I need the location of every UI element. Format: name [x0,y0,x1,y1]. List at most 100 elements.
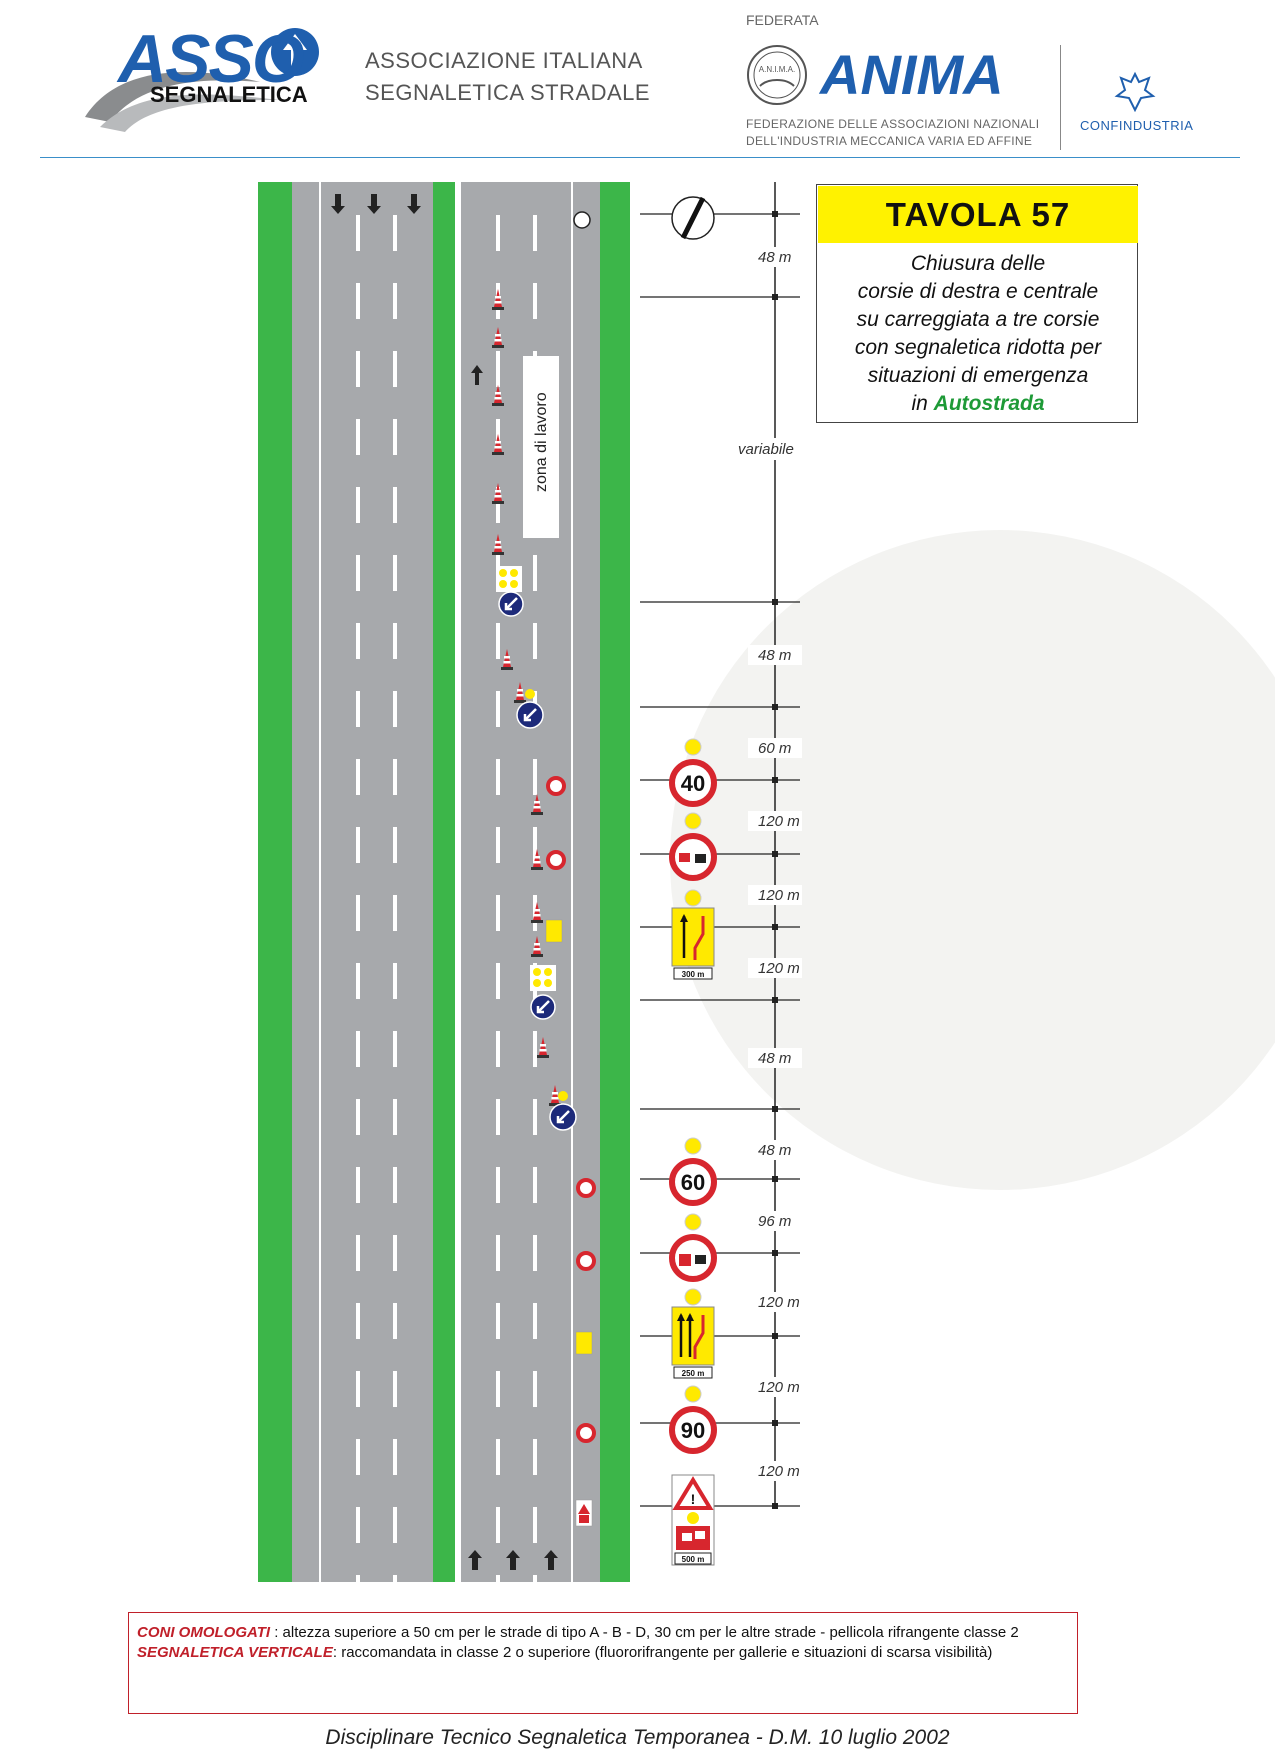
warning-lamp-icon [684,1385,702,1403]
label-backing [748,1140,802,1160]
traffic-cone-icon [492,483,504,504]
lane-dash [393,1303,397,1339]
lane-dash [533,759,537,795]
warning-lamp-icon [684,1213,702,1231]
lane-dash [393,419,397,455]
asso-logo [80,22,330,137]
distance-label: 48 m [758,1142,791,1159]
warning-lamp-icon [684,812,702,830]
traffic-cone-icon [531,936,543,957]
lane-dash [356,827,360,863]
median [433,182,455,1582]
distance-label: variabile [738,441,794,458]
lane-dash [533,555,537,591]
lane-dash [393,283,397,319]
lane-dash [356,1031,360,1067]
label-backing [748,1048,802,1068]
speed-limit-sign-icon: 40 [669,738,717,807]
speed-limit-sign-icon: 60 [669,1137,717,1206]
traffic-cone-icon [537,1037,549,1058]
title-line-4: con segnaletica ridotta per [854,336,1102,359]
end-of-restrictions-sign-icon [671,196,715,240]
lane-dash [496,1031,500,1067]
label-backing [748,1292,802,1312]
traffic-cone-icon [531,849,543,870]
distance-label: 60 m [758,740,791,757]
tick-marker [772,777,778,783]
lane-dash [496,895,500,931]
anima-subtitle-1: FEDERAZIONE DELLE ASSOCIAZIONI NAZIONALI [746,117,1040,131]
tick-marker [772,1250,778,1256]
title-line-6: in Autostrada [818,390,1138,418]
median-edge [455,182,461,1582]
footer-reference: Disciplinare Tecnico Segnaletica Tempora… [325,1726,950,1749]
lane-dash [533,1371,537,1407]
lane-dash [393,1439,397,1475]
keep-left-icon [549,1091,577,1131]
traffic-cone-icon [492,289,504,310]
distance-label: 48 m [758,647,791,664]
lane-dash [393,759,397,795]
traffic-cone-icon [549,1085,561,1106]
warning-lamp-icon [684,1288,702,1306]
lane-dash [393,555,397,591]
speed-limit-value: 90 [681,1418,705,1443]
traffic-cones [492,289,561,1106]
confindustria-eagle-icon [1114,71,1156,113]
note-signs-text: : raccomandata in classe 2 o superiore (… [332,1644,993,1661]
keep-left-signs [498,591,577,1131]
distance-label: 120 m [758,1294,800,1311]
background-circle [670,530,1275,1190]
association-name-line-2: SEGNALETICA STRADALE [365,80,651,105]
road-lane-signs [545,919,593,1527]
label-backing [748,1461,802,1481]
lane-dash [393,827,397,863]
lane-dash [393,1575,397,1600]
warning-lamp-icon [684,889,702,907]
lane-dash [393,623,397,659]
lane-dash [393,1371,397,1407]
note-signs: SEGNALETICA VERTICALE: raccomandata in c… [137,1644,992,1661]
tick-marker [772,997,778,1003]
tick-marker [772,1106,778,1112]
lane-dash [393,1235,397,1271]
label-backing [748,1211,802,1231]
arrow-down-icon [331,194,345,214]
emergency-lane [572,182,600,1582]
anima-seal-icon: A.N.I.M.A. [747,45,807,105]
distance-label: 120 m [758,813,800,830]
keep-left-icon [516,689,544,729]
anima-logo-word: ANIMA [820,43,1004,106]
lane-dash [356,963,360,999]
speed-limit-value: 60 [681,1170,705,1195]
tick-marker [772,704,778,710]
right-verge [600,182,630,1582]
confindustria-emblem [1113,70,1157,117]
tick-marker [772,211,778,217]
work-zone [523,356,559,538]
notes-box [128,1612,1078,1714]
anima-subtitle-2: DELL'INDUSTRIA MECCANICA VARIA ED AFFINE [746,134,1033,148]
tick-marker [772,599,778,605]
keep-left-icon [498,591,524,617]
no-overtaking-trucks-sign-icon [669,1213,717,1282]
header-divider [40,157,1240,158]
speed-limit-value: 40 [681,771,705,796]
distance-plate: 250 m [682,1369,705,1378]
flashing-panels [496,566,556,991]
traffic-cone-icon [531,794,543,815]
traffic-cone-icon [492,385,504,406]
lane-closure-sign-icon: 250 m [671,1288,715,1379]
lane-dash [356,691,360,727]
title-line-2: corsie di destra e centrale [857,280,1099,303]
arrow-up-icon [544,1550,558,1570]
lane-dash [496,1099,500,1135]
title-line-5: situazioni di emergenza [867,364,1089,387]
federata-label: FEDERATA [746,12,819,28]
asso-road-swoosh-icon [85,28,319,132]
lane-dash [496,827,500,863]
tick-marker [772,294,778,300]
left-verge [258,182,292,1582]
